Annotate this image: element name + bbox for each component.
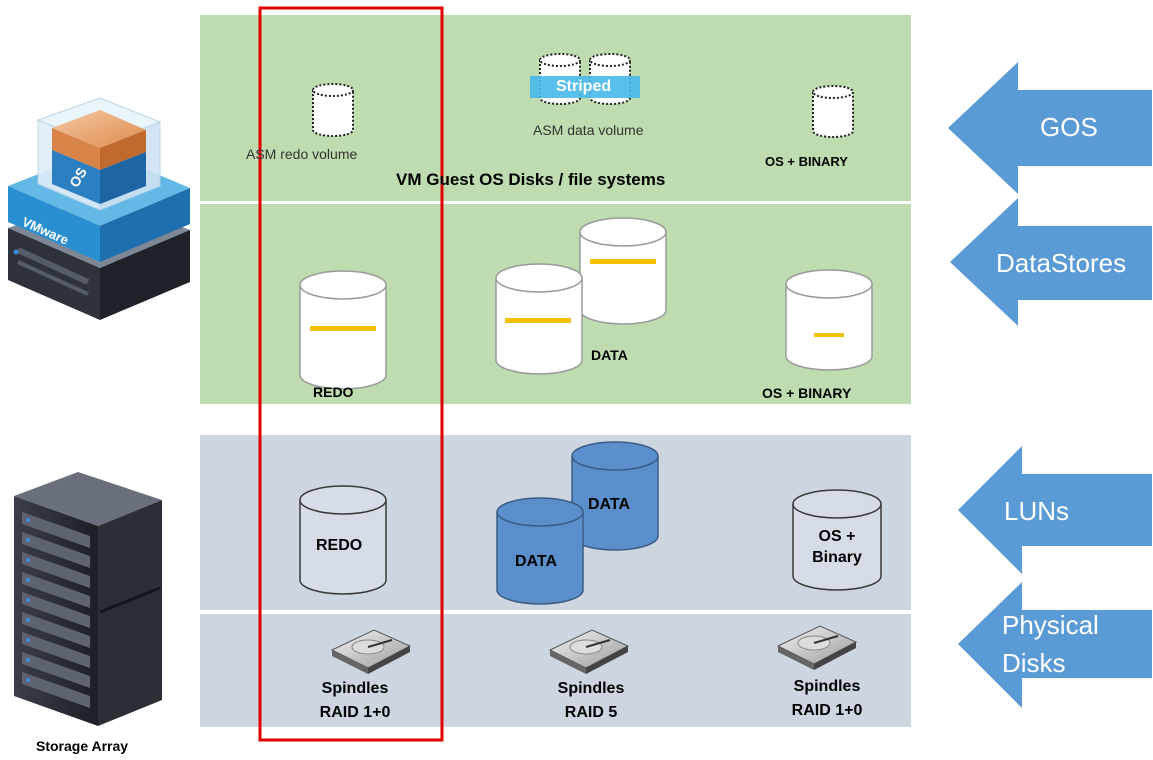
datastore-os-binary-cylinder	[785, 269, 873, 371]
asm-data-volume-striped-disks-icon	[530, 53, 640, 105]
datastore-data-back-cylinder	[579, 217, 667, 325]
asm-redo-volume-label: ASM redo volume	[246, 146, 358, 162]
datastores-arrow-label: DataStores	[996, 248, 1127, 278]
vmware-host-icon	[8, 97, 190, 320]
spindles-col1-line1: Spindles	[321, 680, 389, 697]
os-binary-lun-label-line2: Binary	[812, 549, 862, 566]
gos-arrow-label: GOS	[1040, 112, 1098, 142]
spindles-col2-line2: RAID 5	[564, 704, 618, 721]
datastores-arrow	[950, 198, 1152, 326]
hard-drive-icon-1	[330, 629, 412, 674]
luns-arrow-label: LUNs	[1004, 496, 1070, 526]
data-datastore-back-stripe	[590, 259, 656, 264]
gos-arrow	[948, 62, 1152, 194]
lun-os-binary-cylinder	[792, 489, 882, 591]
datastore-data-front-cylinder	[495, 263, 583, 375]
os-binary-gos-disk-icon	[812, 85, 854, 138]
data-lun-front-label: DATA	[515, 553, 558, 570]
data-datastore-front-stripe	[505, 318, 571, 323]
data-datastore-label: DATA	[591, 347, 628, 363]
redo-datastore-stripe	[310, 326, 376, 331]
os-binary-gos-label: OS + BINARY	[765, 154, 848, 169]
spindles-col1-line2: RAID 1+0	[319, 704, 391, 721]
redo-lun-label: REDO	[316, 537, 363, 554]
data-lun-back-label: DATA	[588, 496, 631, 513]
lun-redo-cylinder	[299, 485, 387, 595]
os-binary-datastore-label: OS + BINARY	[762, 385, 852, 401]
physical-arrow-label-line1: Physical	[1002, 610, 1099, 640]
os-datastore-stripe	[814, 333, 844, 337]
os-binary-lun-label-line1: OS +	[818, 528, 856, 545]
physical-disks-arrow	[958, 582, 1152, 708]
spindles-col3-line2: RAID 1+0	[791, 702, 863, 719]
hard-drive-icon-3	[776, 625, 858, 670]
storage-array-icon	[14, 472, 162, 726]
striped-label: Striped	[556, 78, 612, 95]
spindles-col3-line1: Spindles	[793, 678, 861, 695]
hard-drive-icon-2	[548, 629, 630, 674]
redo-path-highlight	[258, 6, 444, 742]
asm-redo-volume-disk-icon	[312, 83, 354, 137]
gos-band-title: VM Guest OS Disks / file systems	[396, 170, 666, 189]
lun-data-front-cylinder	[496, 497, 584, 605]
spindles-col2-line1: Spindles	[557, 680, 625, 697]
asm-data-volume-label: ASM data volume	[533, 122, 644, 138]
luns-arrow	[958, 446, 1152, 574]
physical-disks-layer-band	[200, 614, 911, 727]
datastore-redo-cylinder	[299, 270, 387, 390]
storage-array-label: Storage Array	[36, 738, 129, 754]
physical-arrow-label-line2: Disks	[1002, 648, 1066, 678]
lun-data-back-cylinder	[571, 441, 659, 551]
redo-datastore-label: REDO	[313, 384, 354, 400]
